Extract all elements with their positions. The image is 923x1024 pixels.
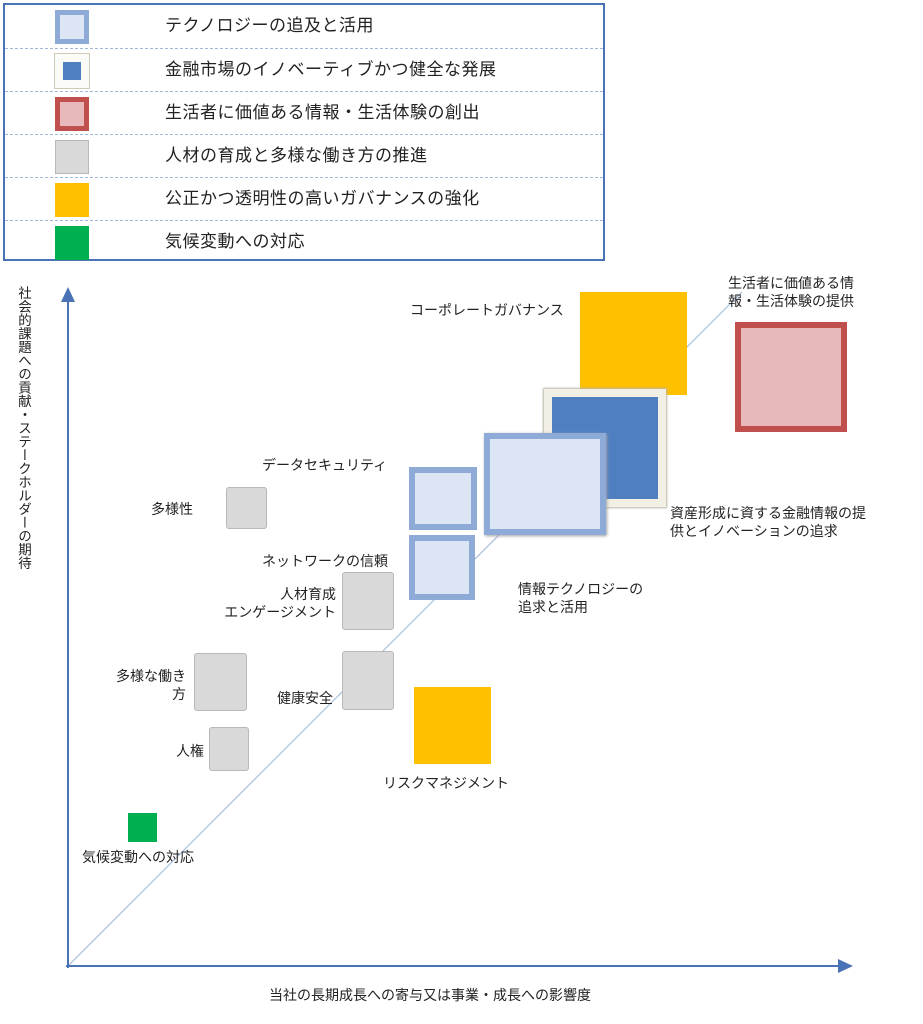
box-consumer-value [735,322,847,432]
label-talent-1: 人材育成 [280,587,336,603]
box-information-technology [484,433,606,535]
legend-row-people: 人材の育成と多様な働き方の推進 [5,134,603,177]
label-work-style-1: 多様な働き [116,669,186,685]
legend-row-governance: 公正かつ透明性の高いガバナンスの強化 [5,177,603,220]
y-axis-label: 社会的課題への貢献・ステークホルダーの期待 [15,286,31,570]
yellow-square-icon [55,183,89,217]
label-health-safety: 健康安全 [277,691,333,707]
light-blue-square-icon [55,10,89,44]
legend-row-technology: テクノロジーの追及と活用 [5,5,603,48]
box-talent-development [342,572,394,630]
label-risk-management: リスクマネジメント [383,776,509,792]
legend-label: 公正かつ透明性の高いガバナンスの強化 [165,189,480,209]
label-tech-2: 追求と活用 [518,600,588,616]
label-corporate-governance: コーポレートガバナンス [410,303,564,319]
box-network-trust [409,535,475,600]
legend-label: 生活者に価値ある情報・生活体験の創出 [165,103,480,123]
label-human-rights: 人権 [176,744,204,760]
blue-square-icon [55,54,89,88]
box-data-security [409,467,477,530]
legend-label: 人材の育成と多様な働き方の推進 [165,146,428,166]
label-consumer-value-2: 報・生活体験の提供 [728,294,854,310]
legend-label: テクノロジーの追及と活用 [165,16,374,36]
legend-row-climate: 気候変動への対応 [5,220,603,263]
y-axis-arrow [61,287,75,302]
label-network-trust: ネットワークの信頼 [262,554,388,570]
label-climate: 気候変動への対応 [82,850,194,866]
box-health-safety [342,651,394,710]
box-climate [128,813,157,842]
gray-square-icon [55,140,89,174]
label-work-style-2: 方 [172,687,186,703]
legend-label: 気候変動への対応 [165,232,305,252]
legend-row-consumer: 生活者に価値ある情報・生活体験の創出 [5,91,603,134]
box-risk-management [414,687,491,764]
legend-label: 金融市場のイノベーティブかつ健全な発展 [165,60,497,80]
pink-red-square-icon [55,97,89,131]
label-finance-1: 資産形成に資する金融情報の提 [670,506,866,522]
green-square-icon [55,226,89,260]
legend: テクノロジーの追及と活用 金融市場のイノベーティブかつ健全な発展 生活者に価値あ… [3,3,605,261]
label-finance-2: 供とイノベーションの追求 [670,524,838,540]
label-data-security: データセキュリティ [262,458,388,474]
label-consumer-value-1: 生活者に価値ある情 [728,276,854,292]
box-diversity [226,487,267,529]
x-axis-arrow [838,959,853,973]
legend-row-finance: 金融市場のイノベーティブかつ健全な発展 [5,48,603,91]
box-corporate-governance [580,292,687,395]
box-diverse-work-styles [194,653,247,711]
box-human-rights [209,727,249,771]
label-diversity: 多様性 [151,502,193,518]
label-talent-2: エンゲージメント [224,605,336,621]
x-axis-label: 当社の長期成長への寄与又は事業・成長への影響度 [269,988,591,1004]
label-tech-1: 情報テクノロジーの [518,582,644,598]
